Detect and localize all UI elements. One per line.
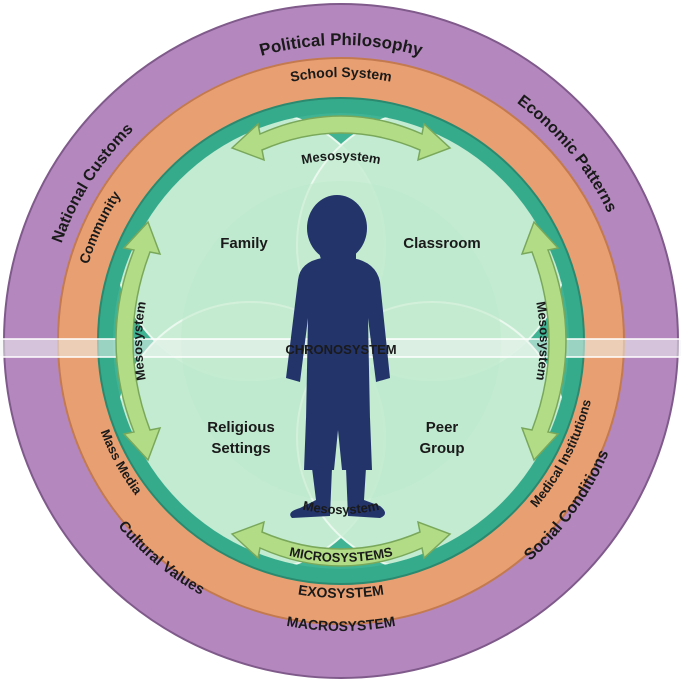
microsystems-label: MICROSYSTEMS (288, 544, 394, 565)
child-silhouette-icon (286, 195, 390, 518)
mesosystem-arrows (115, 115, 567, 567)
exosystem-label: EXOSYSTEM (297, 582, 385, 601)
religious-settings-label-line2: Settings (211, 440, 270, 457)
mesosystem-top-label: Mesosystem (300, 148, 382, 167)
mesosystem-arrow-right (520, 220, 567, 462)
mesosystem-arrow-top (230, 115, 452, 162)
mesosystem-right-label: Mesosystem (533, 300, 552, 382)
mesosystem-arrow-left (115, 220, 162, 462)
classroom-label: Classroom (403, 235, 481, 252)
mesosystem-arrow-bottom (230, 520, 452, 567)
macrosystem-label: MACROSYSTEM (286, 613, 397, 634)
religious-settings-label-line1: Religious (207, 419, 275, 436)
peer-group-label-line1: Peer (426, 419, 459, 436)
mesosystem-bottom-label: Mesosystem (302, 498, 381, 517)
peer-group-label-line2: Group (420, 440, 465, 457)
chronosystem-label: CHRONOSYSTEM (285, 342, 396, 357)
family-label: Family (220, 235, 268, 252)
mesosystem-left-label: Mesosystem (130, 300, 149, 382)
